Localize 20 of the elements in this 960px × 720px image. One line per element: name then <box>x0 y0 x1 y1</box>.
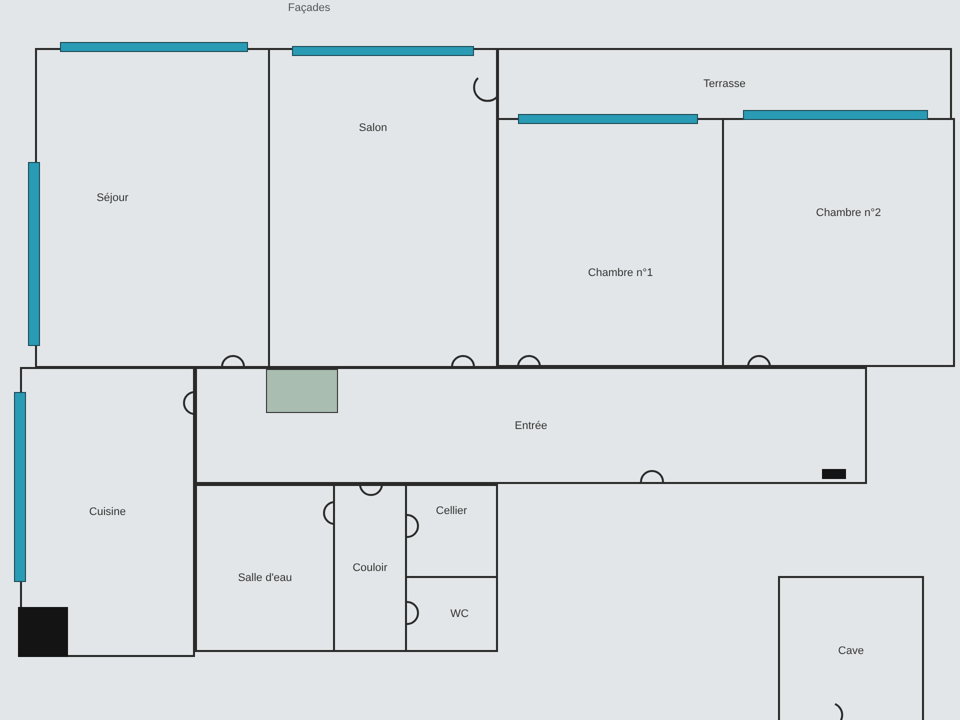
room-name: Terrasse <box>703 78 746 90</box>
room-name: Entrée <box>514 420 548 432</box>
room-name: WC <box>450 608 469 620</box>
room-outline <box>195 484 335 652</box>
room-name: Chambre n°1 <box>588 266 653 278</box>
room-name: Salon <box>358 122 388 134</box>
room-name: Salle d'eau <box>238 572 292 584</box>
room-outline <box>405 484 498 578</box>
room-outline <box>405 576 498 652</box>
room-name: Cuisine <box>89 506 126 518</box>
room-name: Cave <box>838 645 864 657</box>
room-outline <box>268 48 498 368</box>
room-outline <box>195 367 867 484</box>
room-name: Couloir <box>352 562 388 574</box>
room-name: Chambre n°2 <box>816 206 881 218</box>
room-outline <box>333 484 407 652</box>
room-name: Cellier <box>436 505 468 517</box>
room-name: Séjour <box>96 192 128 204</box>
room-outline <box>778 576 924 720</box>
heading-text: Façades <box>288 2 330 14</box>
